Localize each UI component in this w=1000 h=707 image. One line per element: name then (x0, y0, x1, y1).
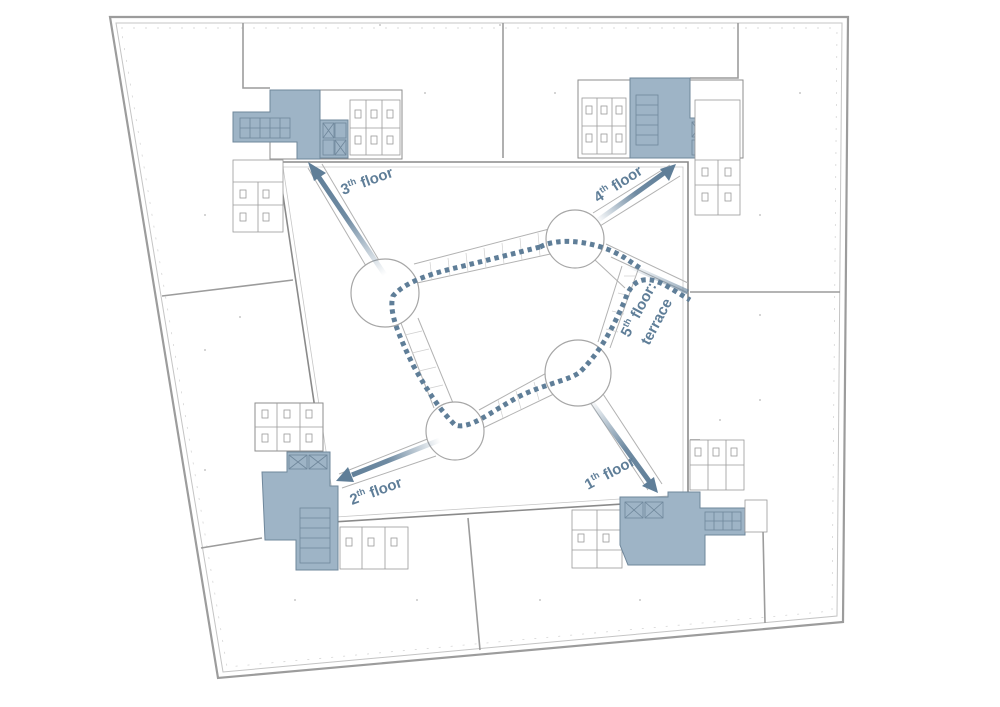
rotunda-sw (425, 401, 485, 461)
rotundas (350, 209, 612, 461)
ceiling-marks (204, 24, 801, 601)
arrow-4th-floor (595, 164, 676, 224)
rotunda-ne (545, 209, 605, 269)
core-southwest (254, 402, 409, 571)
dotted-route-icon (389, 239, 692, 429)
arrow-3rd-floor (308, 162, 388, 277)
core-northwest (232, 89, 403, 233)
core-northeast (577, 77, 744, 216)
core-southeast (571, 439, 768, 569)
rotunda-nw (350, 258, 420, 328)
arrow-5th-floor (610, 255, 690, 295)
arrow-1st-floor (587, 398, 658, 493)
building-outline (108, 15, 850, 680)
arrow-2nd-floor (336, 437, 441, 482)
